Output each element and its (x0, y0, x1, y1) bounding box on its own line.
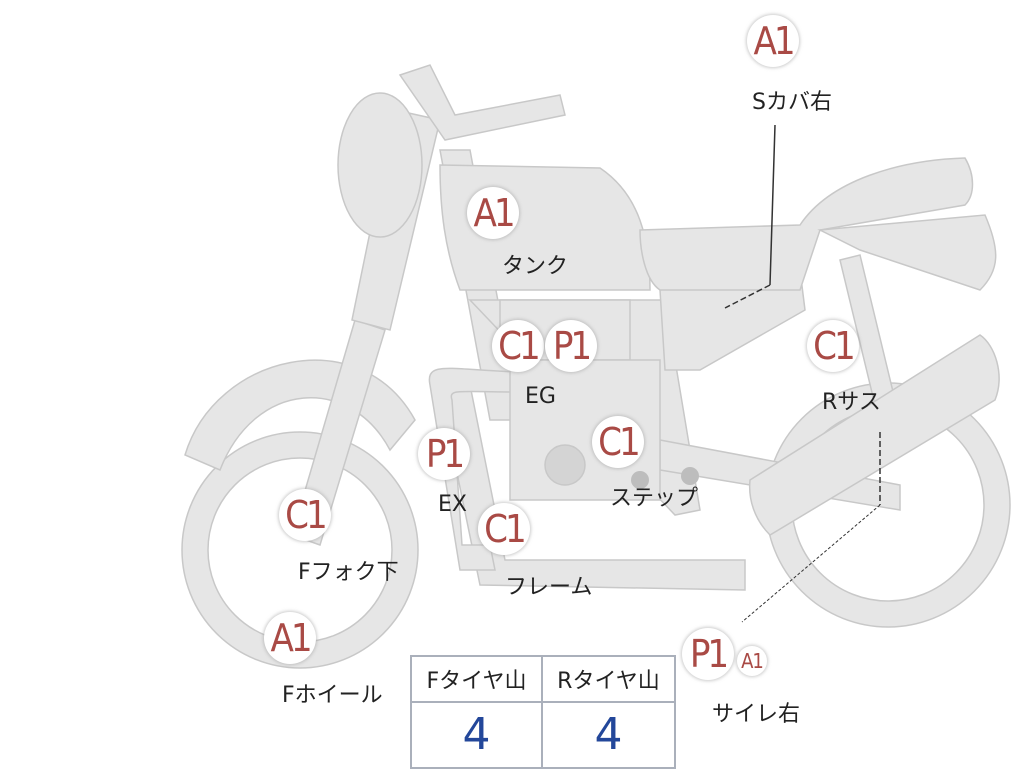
part-label-tank: タンク (502, 254, 569, 279)
grade-badge-step: C1 (592, 416, 644, 468)
front-tire-value: 4 (462, 708, 491, 760)
rear-tire-value: 4 (594, 708, 623, 760)
part-label-s-cover-right: Sカバ右 (752, 90, 832, 115)
grade-badge-frame: C1 (478, 503, 530, 555)
rear-tire-header: Rタイヤ山 (543, 657, 674, 703)
front-tire-header: Fタイヤ山 (412, 657, 541, 703)
grade-badge-front-wheel: A1 (264, 612, 316, 664)
grade-badge-s-cover-right: A1 (747, 15, 799, 67)
part-label-rear-suspension: Rサス (822, 390, 881, 415)
part-label-engine: EG (525, 384, 556, 409)
part-label-front-fork-lower: Fフォク下 (298, 560, 399, 585)
grade-badge-tank: A1 (467, 187, 519, 239)
part-label-exhaust: EX (438, 492, 467, 517)
part-label-muffler-right: サイレ右 (712, 702, 801, 727)
part-label-step: ステップ (610, 486, 699, 511)
grade-badge-muffler-right-1: P1 (682, 628, 734, 680)
grade-badge-front-fork-lower: C1 (279, 489, 331, 541)
grade-badge-exhaust: P1 (418, 428, 470, 480)
table-divider (541, 657, 543, 767)
grade-badge-engine-1: C1 (492, 320, 544, 372)
part-label-frame: フレーム (505, 575, 593, 600)
part-label-front-wheel: Fホイール (282, 683, 383, 708)
tire-tread-table: Fタイヤ山 Rタイヤ山 4 4 (410, 655, 676, 769)
grade-badge-muffler-right-2: A1 (737, 646, 767, 676)
grade-badge-rear-suspension: C1 (807, 320, 859, 372)
grade-badge-engine-2: P1 (545, 320, 597, 372)
